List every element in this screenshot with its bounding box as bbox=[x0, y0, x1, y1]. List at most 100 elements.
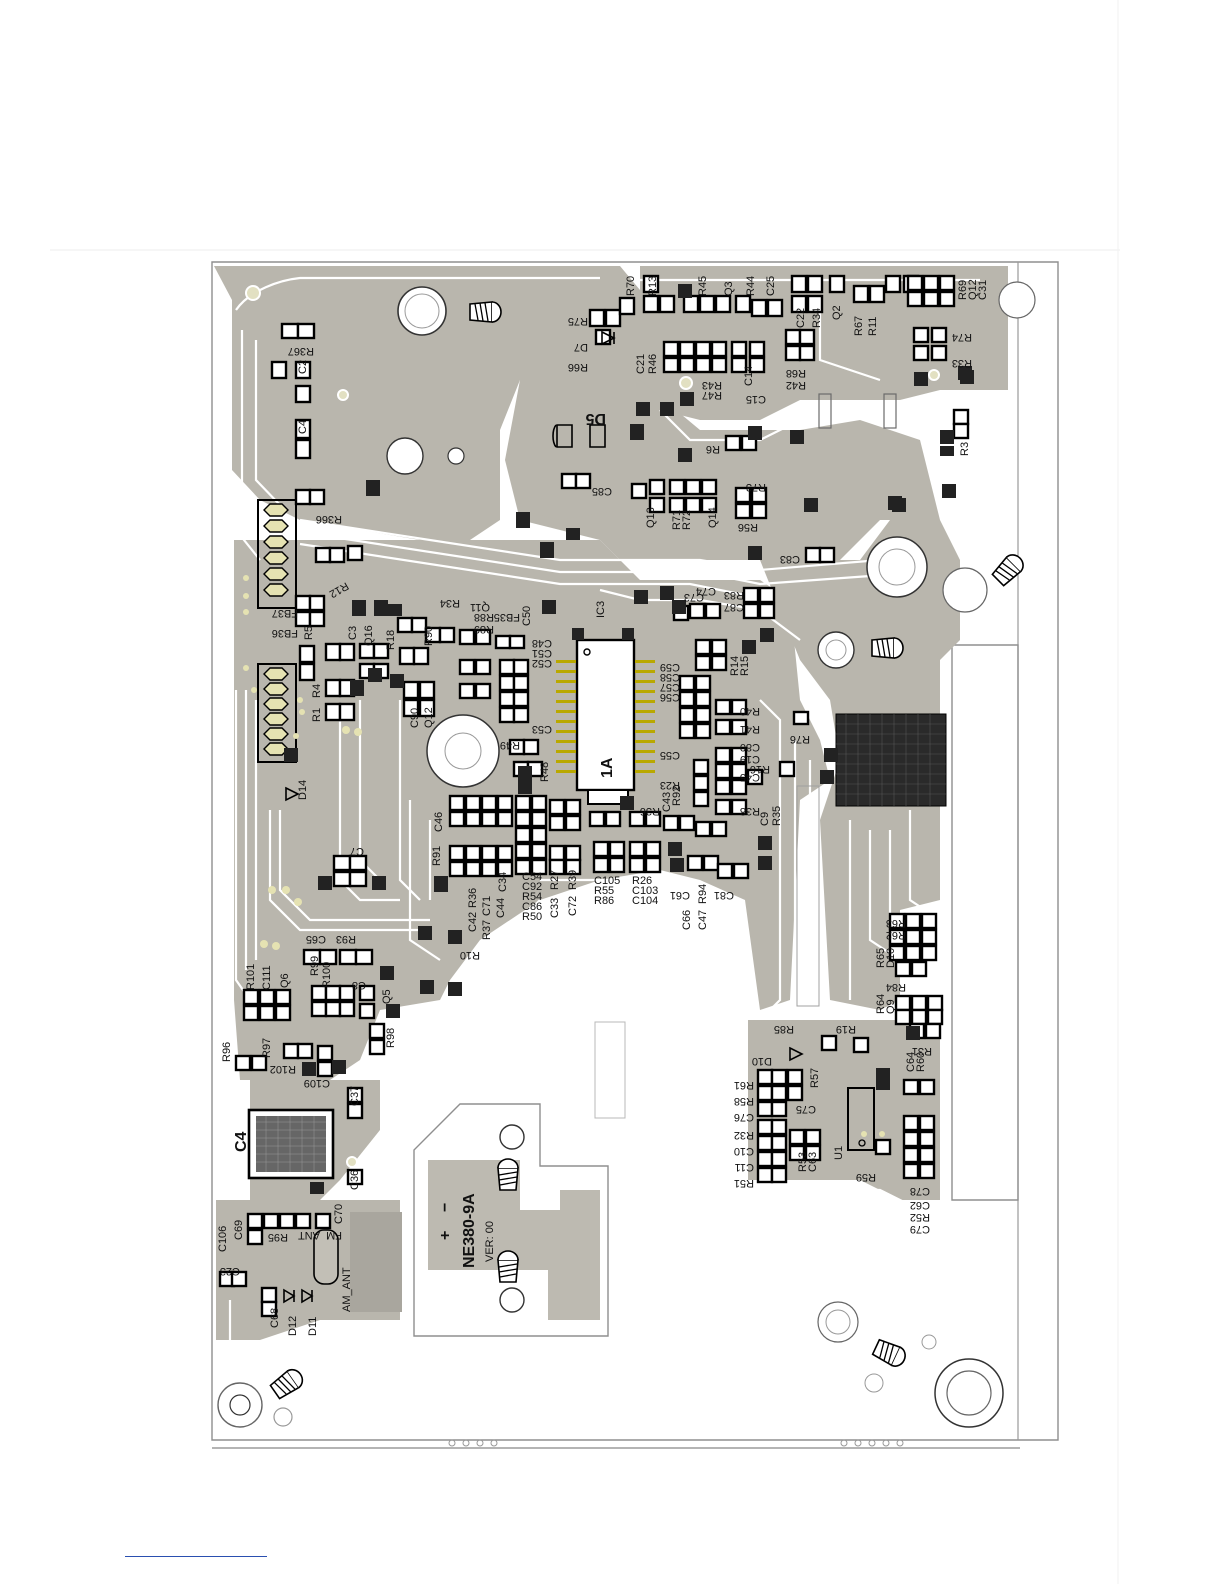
smd-pad bbox=[608, 856, 626, 874]
smd-pad bbox=[806, 274, 824, 294]
ref-r51: R51 bbox=[734, 1177, 754, 1189]
dark-pad bbox=[758, 836, 772, 850]
screw-icon bbox=[871, 637, 904, 659]
ref-r10: R10 bbox=[460, 949, 480, 961]
dark-pad bbox=[804, 498, 818, 512]
dark-pad bbox=[386, 1004, 400, 1018]
ref-r31: R31 bbox=[912, 1045, 932, 1057]
smd-pad bbox=[648, 496, 666, 514]
smd-pad bbox=[770, 1100, 788, 1118]
smd-pad bbox=[820, 1034, 838, 1052]
smd-pad bbox=[338, 642, 356, 662]
ref-c85: C85 bbox=[592, 485, 612, 497]
ref-r84: R84 bbox=[886, 981, 906, 993]
smd-pad bbox=[246, 1228, 264, 1246]
ref-r59: R59 bbox=[856, 1171, 876, 1183]
dark-pad bbox=[620, 796, 634, 810]
ref-c106: C106 bbox=[217, 1226, 229, 1252]
ref-q2: Q2 bbox=[831, 305, 843, 320]
smd-pad bbox=[358, 984, 376, 1002]
smd-pad bbox=[694, 674, 712, 692]
smd-pad bbox=[698, 294, 716, 314]
screw-icon bbox=[497, 1158, 519, 1191]
smd-pad bbox=[530, 842, 548, 860]
dark-pad bbox=[820, 770, 834, 784]
smd-pad bbox=[410, 616, 428, 634]
ref-r49: R49 bbox=[500, 739, 520, 751]
ref-c59: C59 bbox=[660, 661, 680, 673]
smd-pad bbox=[678, 674, 696, 692]
dark-pad bbox=[940, 430, 954, 444]
ref-r27: R27 bbox=[549, 870, 561, 890]
smd-pad bbox=[710, 654, 728, 672]
smd-pad bbox=[604, 308, 622, 328]
smd-pad bbox=[938, 290, 956, 308]
smd-pad bbox=[402, 680, 420, 700]
smd-pad bbox=[628, 810, 646, 828]
smd-pad bbox=[274, 988, 292, 1006]
smd-pad bbox=[730, 762, 748, 780]
dark-pad bbox=[540, 542, 554, 558]
smd-pad bbox=[668, 478, 686, 496]
ref-r52: R52 bbox=[910, 1211, 930, 1223]
smd-pad bbox=[644, 840, 662, 858]
ref-c51: C51 bbox=[532, 647, 552, 659]
smd-pad bbox=[714, 698, 732, 716]
smd-pad bbox=[498, 706, 516, 724]
smd-pad bbox=[564, 798, 582, 816]
smd-pad bbox=[742, 586, 760, 604]
smd-pad bbox=[448, 794, 466, 812]
smd-pad bbox=[868, 284, 886, 304]
smd-pad bbox=[480, 810, 498, 828]
smd-pad bbox=[458, 682, 476, 700]
smd-pad bbox=[530, 794, 548, 812]
smd-pad bbox=[514, 826, 532, 844]
dark-pad bbox=[824, 748, 838, 762]
smd-pad bbox=[464, 860, 482, 878]
smd-pad bbox=[750, 502, 768, 520]
dark-pad bbox=[434, 876, 448, 892]
smd-pad bbox=[710, 820, 728, 838]
smd-pad bbox=[346, 1102, 364, 1120]
ref-c65: C65 bbox=[306, 933, 326, 945]
smd-pad bbox=[732, 862, 750, 880]
ic-components bbox=[247, 393, 947, 1285]
smd-pad bbox=[678, 814, 696, 832]
smd-pad bbox=[368, 1038, 386, 1056]
c4-label: C4 bbox=[233, 1131, 250, 1152]
smd-pad bbox=[792, 710, 810, 726]
ref-c25: C25 bbox=[765, 276, 777, 296]
smd-pad bbox=[874, 1138, 892, 1156]
ref-c14: C14 bbox=[743, 366, 755, 386]
smd-pad bbox=[784, 344, 802, 362]
dark-pad bbox=[352, 600, 366, 616]
ref-r38: R38 bbox=[740, 805, 760, 817]
smd-pad bbox=[918, 1162, 936, 1180]
ref-c34: C34 bbox=[497, 872, 509, 892]
smd-pad bbox=[756, 1100, 774, 1118]
ref-r97: R97 bbox=[261, 1038, 273, 1058]
smd-pad bbox=[756, 1150, 774, 1168]
ref-d11: D11 bbox=[307, 1317, 319, 1336]
ref-r44: R44 bbox=[745, 276, 757, 296]
smd-pad bbox=[258, 988, 276, 1006]
ref-c73: C73 bbox=[684, 591, 704, 603]
smd-pad bbox=[912, 344, 930, 362]
dark-pad bbox=[448, 982, 462, 996]
ref-c74: C74 bbox=[696, 585, 716, 597]
ref-r57: R57 bbox=[809, 1068, 821, 1088]
smd-pad bbox=[308, 594, 326, 612]
ref-d10: D10 bbox=[885, 948, 897, 968]
ref-q16: Q16 bbox=[363, 625, 375, 646]
dark-pad bbox=[670, 858, 684, 872]
dark-pad bbox=[634, 590, 648, 604]
ref-c52: C52 bbox=[532, 657, 552, 669]
ref-r72: R72 bbox=[681, 510, 693, 530]
smd-pad bbox=[494, 634, 512, 650]
smd-pad bbox=[262, 1212, 280, 1230]
smd-pad bbox=[894, 1008, 912, 1026]
ref-r54: R54 bbox=[522, 891, 542, 903]
ref-r94: R94 bbox=[697, 884, 709, 904]
dark-pad bbox=[566, 528, 580, 540]
